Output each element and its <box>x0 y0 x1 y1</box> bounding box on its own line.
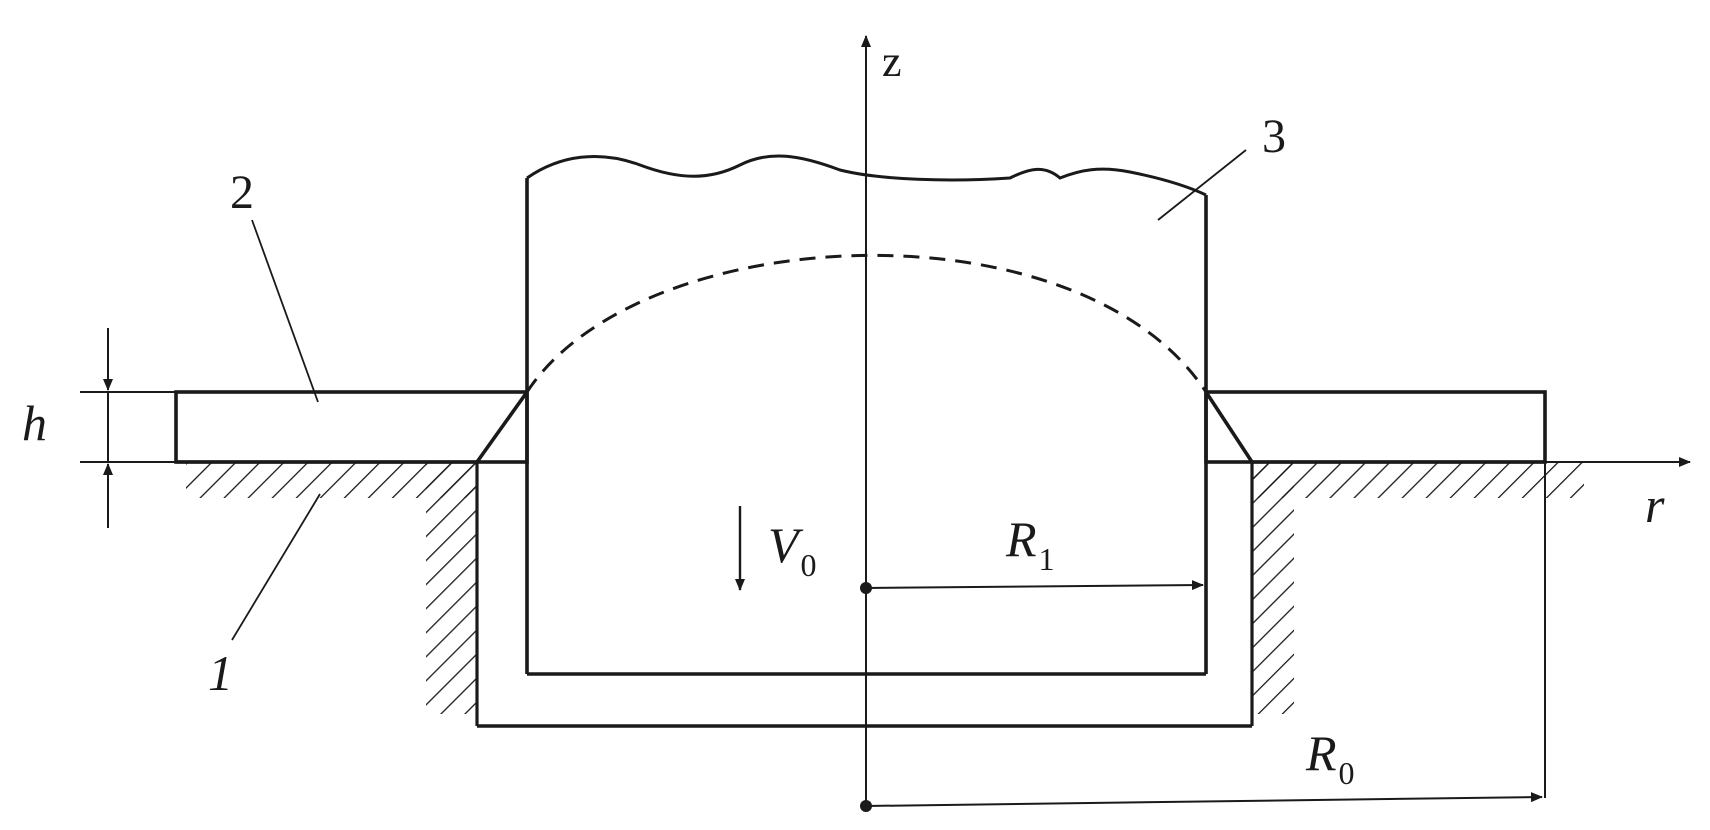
part-3-label: 3 <box>1262 110 1286 163</box>
r-axis-label: r <box>1645 477 1665 533</box>
radius-r0-label-sub: 0 <box>1339 755 1355 791</box>
leader-part-1 <box>231 493 321 641</box>
velocity-label: V0 <box>768 517 817 583</box>
radius-r0-label: R0 <box>1305 725 1355 791</box>
radius-r1-label-sub: 1 <box>1039 541 1055 577</box>
thickness-label: h <box>22 395 47 451</box>
z-axis-label: z <box>882 37 902 86</box>
die-hatch-right-top <box>1252 462 1584 498</box>
leader-part-3 <box>1157 149 1247 221</box>
radius-r0-dimension <box>860 462 1546 812</box>
thickness-dimension <box>80 328 176 528</box>
velocity-label-main: V <box>768 517 804 573</box>
die-outline <box>176 460 1545 726</box>
radius-r1-label-main: R <box>1005 511 1037 567</box>
part-2-label: 2 <box>230 166 254 219</box>
chamfer-right <box>1204 391 1254 463</box>
leader-part-2 <box>251 219 319 403</box>
flange-left <box>174 390 529 464</box>
die-hatching <box>186 462 1584 714</box>
r1-arrow <box>865 580 1204 591</box>
punch-dome-dashed <box>525 254 1208 393</box>
punch-top-break-line <box>526 154 1207 197</box>
radius-r1-dimension <box>860 580 1204 594</box>
die-hatch-right-wall <box>1252 462 1294 714</box>
chamfer-left <box>475 390 529 464</box>
flange-right <box>1204 390 1547 464</box>
workpiece-blank <box>174 390 1547 728</box>
coordinate-axes <box>861 35 1691 806</box>
velocity-label-sub: 0 <box>801 547 817 583</box>
radius-r1-label: R1 <box>1005 511 1055 577</box>
r0-arrow <box>865 792 1543 807</box>
part-1-label: 1 <box>208 645 233 701</box>
leader-lines <box>231 149 1247 641</box>
radius-r0-label-main: R <box>1305 725 1337 781</box>
die-hatch-left-wall <box>426 462 476 714</box>
